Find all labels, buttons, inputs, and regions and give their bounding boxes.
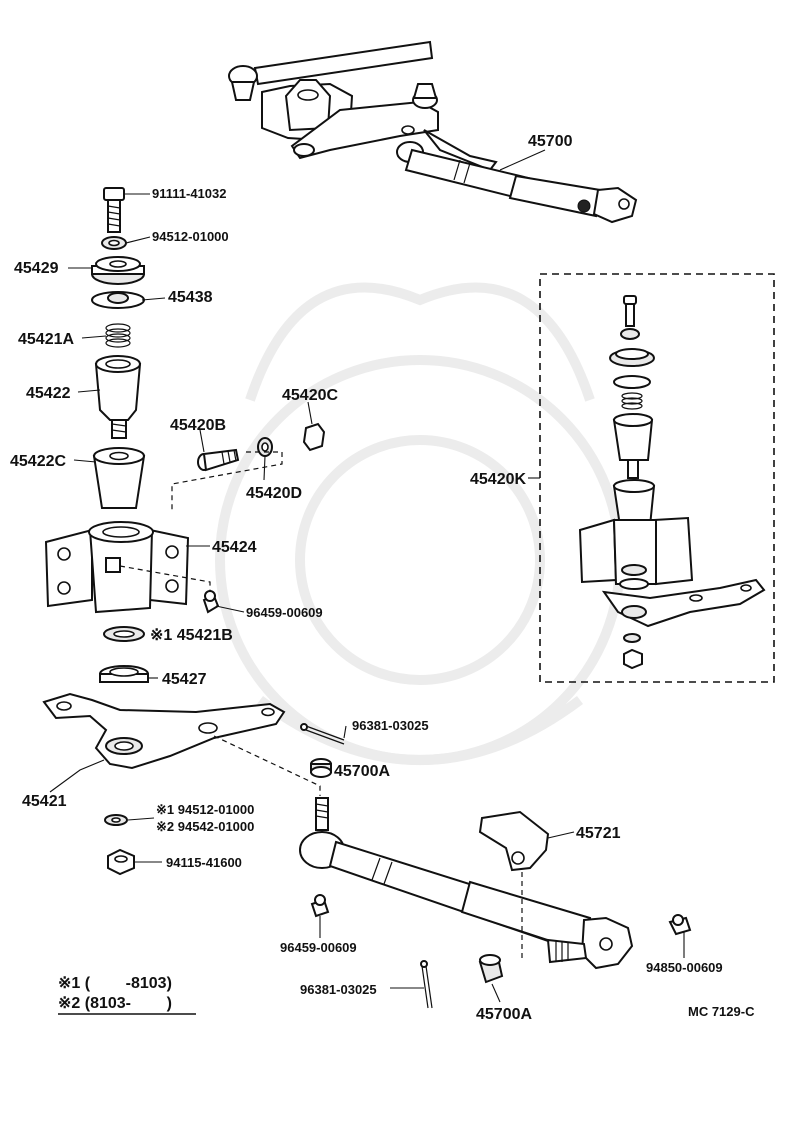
label-45420B: 45420B (170, 417, 226, 434)
label-45421: 45421 (22, 793, 67, 810)
label-94850-00609: 94850-00609 (646, 960, 723, 975)
bolt-91111-41032 (103, 187, 125, 233)
idler-arm-45421 (42, 692, 286, 770)
watermark-emblem (215, 282, 625, 765)
label-94512-01000: 94512-01000 (152, 229, 229, 244)
cap-45429 (91, 256, 145, 285)
bracket-45721 (478, 810, 550, 872)
bushing-45700A-a (310, 758, 332, 778)
label-45420D: 45420D (246, 485, 302, 502)
leader-lines (49, 149, 685, 1015)
washer-94512-01000 (101, 236, 127, 250)
part-number-labels: 45700 91111-41032 94512-01000 45429 4543… (10, 133, 723, 1023)
label-94512-01000-b: ※1 94512-01000 (156, 802, 254, 817)
spring-45421A (105, 323, 131, 348)
label-45420C: 45420C (282, 387, 338, 404)
label-45429: 45429 (14, 260, 59, 277)
grease-fitting-94850-00609 (668, 914, 692, 936)
legend-note-1: ※1 ( -8103) (58, 975, 172, 992)
washer-94512-94542 (104, 814, 128, 826)
seal-45421B (103, 626, 145, 642)
grease-fitting-96459-00609-b (310, 894, 330, 918)
label-91111-41032: 91111-41032 (152, 186, 226, 201)
label-45427: 45427 (162, 671, 207, 688)
lower-tie-rod-assembly (299, 797, 634, 970)
kit-45420K-box (539, 273, 775, 683)
cotter-pin-96381-03025-a (300, 723, 345, 745)
bushing-45700A-b (478, 954, 504, 984)
nut-45420C (302, 422, 326, 452)
label-94542-01000: ※2 94542-01000 (156, 819, 254, 834)
label-96381-03025-a: 96381-03025 (352, 718, 429, 733)
label-96459-00609-b: 96459-00609 (280, 940, 357, 955)
label-45424: 45424 (212, 539, 257, 556)
label-45421B: ※1 45421B (150, 627, 233, 644)
label-94115-41600: 94115-41600 (166, 855, 242, 870)
label-96459-00609-a: 96459-00609 (246, 605, 323, 620)
catalog-code: MC 7129-C (688, 1004, 755, 1019)
label-45700A-b: 45700A (476, 1006, 532, 1023)
bolt-45420B (197, 448, 240, 472)
washer-45420D (257, 437, 273, 457)
housing-45424 (44, 521, 211, 614)
label-45422: 45422 (26, 385, 71, 402)
label-45721: 45721 (576, 825, 621, 842)
label-45700A-a: 45700A (334, 763, 390, 780)
plate-45438 (91, 291, 145, 309)
label-45700: 45700 (528, 133, 573, 150)
legend: ※1 ( -8103) ※2 (8103- ) (58, 975, 172, 1012)
nut-94115-41600 (107, 848, 135, 876)
label-45421A: 45421A (18, 331, 74, 348)
legend-note-2: ※2 (8103- ) (58, 995, 172, 1012)
label-45420K: 45420K (470, 471, 526, 488)
cotter-pin-96381-03025-b (420, 960, 433, 1009)
label-45438: 45438 (168, 289, 213, 306)
label-45422C: 45422C (10, 453, 66, 470)
top-linkage-assembly (228, 40, 638, 224)
grease-fitting-96459-00609-a (202, 590, 220, 614)
label-96381-03025-b: 96381-03025 (300, 982, 377, 997)
ring-45427 (99, 665, 149, 683)
bushing-45422C (92, 447, 146, 509)
bushing-45422 (94, 355, 142, 439)
